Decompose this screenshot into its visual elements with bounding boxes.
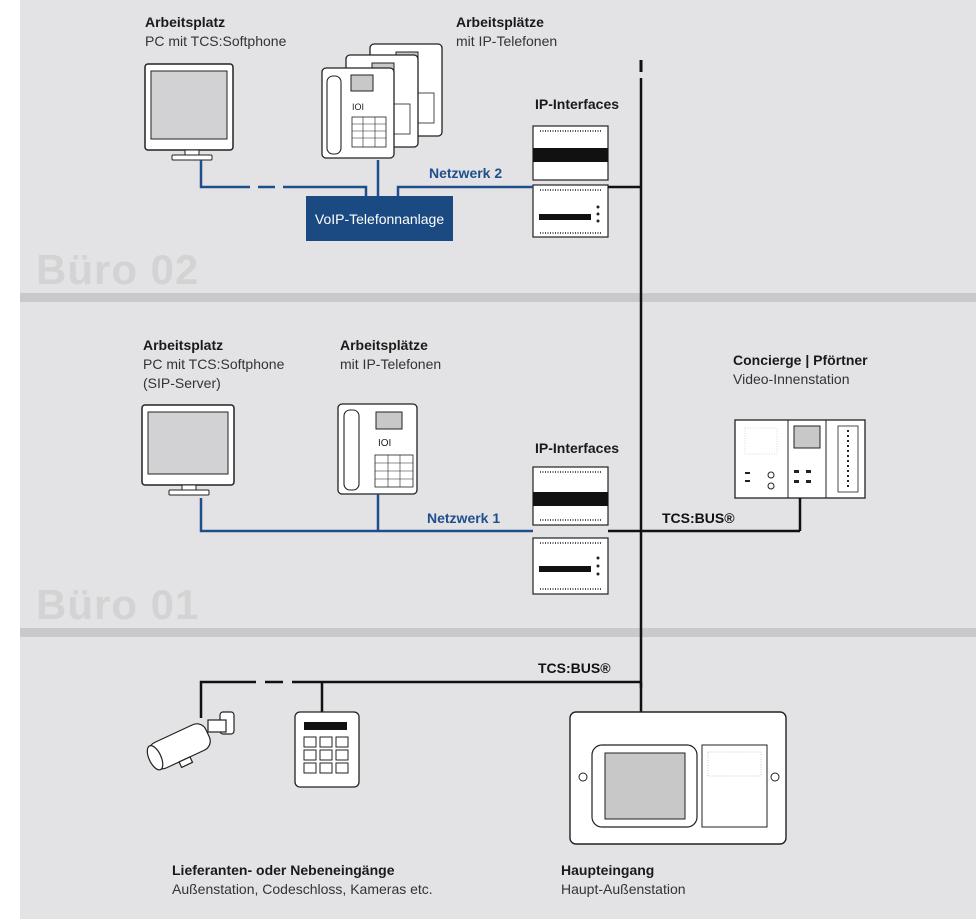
office-2-connections — [199, 160, 640, 196]
zone-label-office-1: Büro 01 — [36, 581, 200, 628]
ip-interfaces-label-office-2: IP-Interfaces — [535, 95, 619, 114]
ip-phone-stack-icon: IOI — [321, 43, 443, 159]
network-1-label: Netzwerk 1 — [427, 510, 501, 526]
ip-interface-module-icon — [532, 125, 609, 238]
pc-monitor-icon — [141, 404, 235, 496]
label-subtitle: PC mit TCS:Softphone — [143, 356, 285, 372]
workstation-pc-label-office-2: Arbeitsplatz PC mit TCS:Softphone — [145, 13, 286, 51]
tcs-bus-label-office-1: TCS:BUS® — [662, 510, 735, 526]
label-title: Arbeitsplätze — [456, 14, 544, 30]
svg-text:IOI: IOI — [378, 438, 391, 449]
video-indoor-station-icon — [734, 419, 866, 499]
office-1-connections — [199, 494, 802, 533]
network-2-label: Netzwerk 2 — [429, 165, 503, 181]
ip-phone-icon: IOI — [337, 403, 418, 495]
label-title: Lieferanten- oder Nebeneingänge — [172, 862, 395, 878]
ground-bus-lines — [199, 680, 643, 718]
ip-interface-module-icon — [532, 466, 609, 595]
main-entrance-label: Haupteingang Haupt-Außenstation — [561, 861, 686, 899]
voip-pbx-box — [306, 196, 453, 241]
label-title: Haupteingang — [561, 862, 655, 878]
label-title: Concierge | Pförtner — [733, 352, 868, 368]
concierge-label: Concierge | Pförtner Video-Innenstation — [733, 351, 868, 389]
workstations-ip-label-office-1: Arbeitsplätze mit IP-Telefonen — [340, 336, 441, 374]
label-title: Arbeitsplatz — [145, 14, 226, 30]
label-subtitle: mit IP-Telefonen — [340, 356, 442, 372]
label-subtitle-2: (SIP-Server) — [143, 375, 221, 391]
camera-icon — [146, 711, 235, 771]
label-title: IP-Interfaces — [535, 96, 620, 112]
background-bands — [20, 0, 976, 919]
svg-text:IOI: IOI — [352, 102, 364, 112]
tcs-bus-label-ground: TCS:BUS® — [538, 660, 611, 676]
band-ground — [20, 637, 976, 919]
label-subtitle: PC mit TCS:Softphone — [145, 33, 287, 49]
label-subtitle: Video-Innenstation — [733, 371, 850, 387]
label-title: Arbeitsplätze — [340, 337, 428, 353]
workstation-pc-label-office-1: Arbeitsplatz PC mit TCS:Softphone (SIP-S… — [143, 336, 284, 393]
label-title: IP-Interfaces — [535, 440, 620, 456]
side-entrances-label: Lieferanten- oder Nebeneingänge Außensta… — [172, 861, 433, 899]
main-outdoor-station-icon — [569, 711, 787, 845]
voip-pbx-label: VoIP-Telefonnanlage — [314, 210, 445, 227]
zone-label-office-2: Büro 02 — [36, 246, 200, 293]
pc-monitor-icon — [144, 63, 234, 161]
label-subtitle: mit IP-Telefonen — [456, 33, 558, 49]
separator-2 — [20, 628, 976, 637]
separator-1 — [20, 293, 976, 302]
label-subtitle: Haupt-Außenstation — [561, 881, 686, 897]
workstations-ip-label-office-2: Arbeitsplätze mit IP-Telefonen — [456, 13, 557, 51]
ip-interfaces-label-office-1: IP-Interfaces — [535, 439, 619, 458]
label-subtitle: Außenstation, Codeschloss, Kameras etc. — [172, 881, 433, 897]
label-title: Arbeitsplatz — [143, 337, 224, 353]
code-lock-icon — [294, 711, 360, 788]
